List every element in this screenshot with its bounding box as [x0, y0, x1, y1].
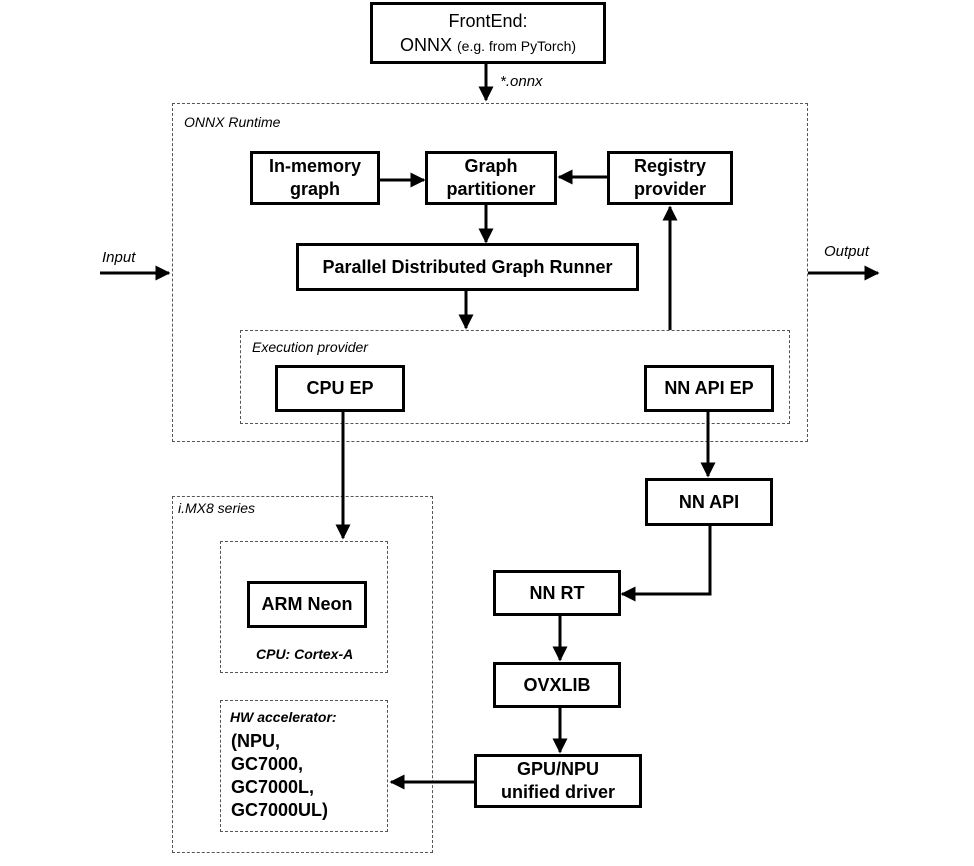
frontend-source: (e.g. from PyTorch)	[457, 37, 577, 54]
registry-provider-box: Registry provider	[607, 151, 733, 205]
hw-accelerator-list: (NPU, GC7000, GC7000L, GC7000UL)	[231, 731, 329, 820]
nn-api-label: NN API	[678, 491, 740, 512]
in-memory-graph-box: In-memory graph	[250, 151, 380, 205]
graph-partitioner-label: Graph partitioner	[446, 156, 536, 199]
nn-rt-box: NN RT	[493, 570, 621, 616]
output-label: Output	[824, 243, 870, 260]
arm-neon-label: ARM Neon	[261, 594, 353, 614]
execution-provider-title: Execution provider	[252, 339, 368, 355]
frontend-onnx: ONNX	[399, 34, 452, 55]
frontend-box: FrontEnd: ONNX (e.g. from PyTorch)	[370, 2, 606, 64]
hw-accelerator-container	[220, 700, 388, 832]
cpu-container	[220, 541, 388, 673]
graph-runner-label: Parallel Distributed Graph Runner	[322, 256, 613, 277]
input-label: Input	[102, 249, 136, 266]
nnapi-to-nnrt-arrow	[620, 525, 712, 602]
gpu-npu-driver-box: GPU/NPU unified driver	[474, 754, 642, 808]
cpu-ep-label: CPU EP	[306, 378, 374, 398]
gpu-npu-driver-label: GPU/NPU unified driver	[500, 759, 616, 802]
onnx-runtime-container	[172, 103, 808, 442]
execution-provider-container	[240, 330, 790, 424]
ovxlib-box: OVXLIB	[493, 662, 621, 708]
arm-neon-box: ARM Neon	[247, 581, 367, 628]
imx8-series-title: i.MX8 series	[178, 500, 256, 516]
nnapi-ep-label: NN API EP	[664, 378, 754, 398]
nn-api-box: NN API	[645, 478, 773, 526]
graph-runner-box: Parallel Distributed Graph Runner	[296, 243, 639, 291]
onnx-runtime-title: ONNX Runtime	[184, 114, 281, 130]
ovxlib-label: OVXLIB	[523, 674, 591, 695]
frontend-line1: FrontEnd:	[448, 10, 528, 31]
in-memory-graph-label: In-memory graph	[268, 156, 362, 199]
onnx-file-label: *.onnx	[500, 73, 543, 90]
registry-provider-label: Registry provider	[633, 156, 707, 199]
imx8-series-container	[172, 496, 433, 853]
cpu-caption: CPU: Cortex-A	[256, 646, 354, 662]
cpu-ep-box: CPU EP	[275, 365, 405, 412]
graph-partitioner-box: Graph partitioner	[425, 151, 557, 205]
frontend-line2: ONNX (e.g. from PyTorch)	[400, 33, 576, 58]
hw-accelerator-title: HW accelerator:	[230, 709, 337, 725]
nnapi-ep-box: NN API EP	[644, 365, 774, 412]
nn-rt-label: NN RT	[529, 582, 585, 603]
